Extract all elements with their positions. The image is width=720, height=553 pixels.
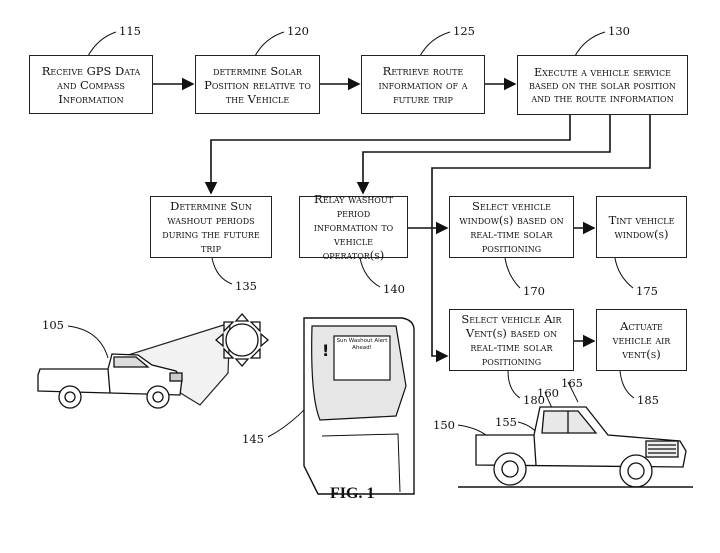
retrieve-route-label: Retrieve route information of a future t… [378,63,468,106]
pickup-truck-with-sun-icon [37,313,269,409]
select-window-box: Select vehicle window(s) based on real-t… [449,196,574,258]
svg-text:!: ! [322,341,329,360]
ref-145: 145 [242,432,264,446]
ref-130: 130 [608,24,630,38]
pickup-truck-icon [458,406,693,488]
tint-window-label: Tint vehicle window(s) [608,213,675,241]
execute-vehicle-service-label: Execute a vehicle service based on the s… [529,65,676,105]
ref-120: 120 [287,24,309,38]
execute-vehicle-service-box: Execute a vehicle service based on the s… [517,55,688,115]
ref-175: 175 [636,284,658,298]
receive-gps-box: Receive GPS Data and Compass Information [29,55,153,114]
ref-170: 170 [523,284,545,298]
receive-gps-label: Receive GPS Data and Compass Information [41,63,141,106]
ref-140: 140 [383,282,405,296]
relay-washout-label: Relay washout period information to vehi… [313,192,394,262]
ref-155: 155 [495,415,517,429]
determine-washout-label: Determine Sun washout periods during the… [162,199,260,255]
ref-105: 105 [42,318,64,332]
ref-180: 180 [523,393,545,407]
actuate-air-vent-box: Actuate vehicle air vent(s) [596,309,687,371]
figure-label: FIG. 1 [330,485,375,502]
select-air-vent-label: Select vehicle Air Vent(s) based on real… [461,312,562,368]
ref-125: 125 [453,24,475,38]
determine-solar-position-label: determine Solar Position relative to the… [204,63,311,106]
ref-160: 160 [537,386,559,400]
washout-alert-text: Sun Washout Alert Ahead! [336,338,388,351]
ref-185: 185 [637,393,659,407]
select-window-label: Select vehicle window(s) based on real-t… [459,199,564,255]
actuate-air-vent-label: Actuate vehicle air vent(s) [612,319,671,361]
ref-150: 150 [433,418,455,432]
select-air-vent-box: Select vehicle Air Vent(s) based on real… [449,309,574,371]
tint-window-box: Tint vehicle window(s) [596,196,687,258]
ref-165: 165 [561,376,583,390]
determine-solar-position-box: determine Solar Position relative to the… [195,55,320,114]
determine-washout-box: Determine Sun washout periods during the… [150,196,272,258]
relay-washout-box: Relay washout period information to vehi… [299,192,408,262]
retrieve-route-box: Retrieve route information of a future t… [361,55,485,114]
ref-135: 135 [235,279,257,293]
vehicle-dashboard-icon: ! [303,317,415,495]
ref-115: 115 [119,24,141,38]
